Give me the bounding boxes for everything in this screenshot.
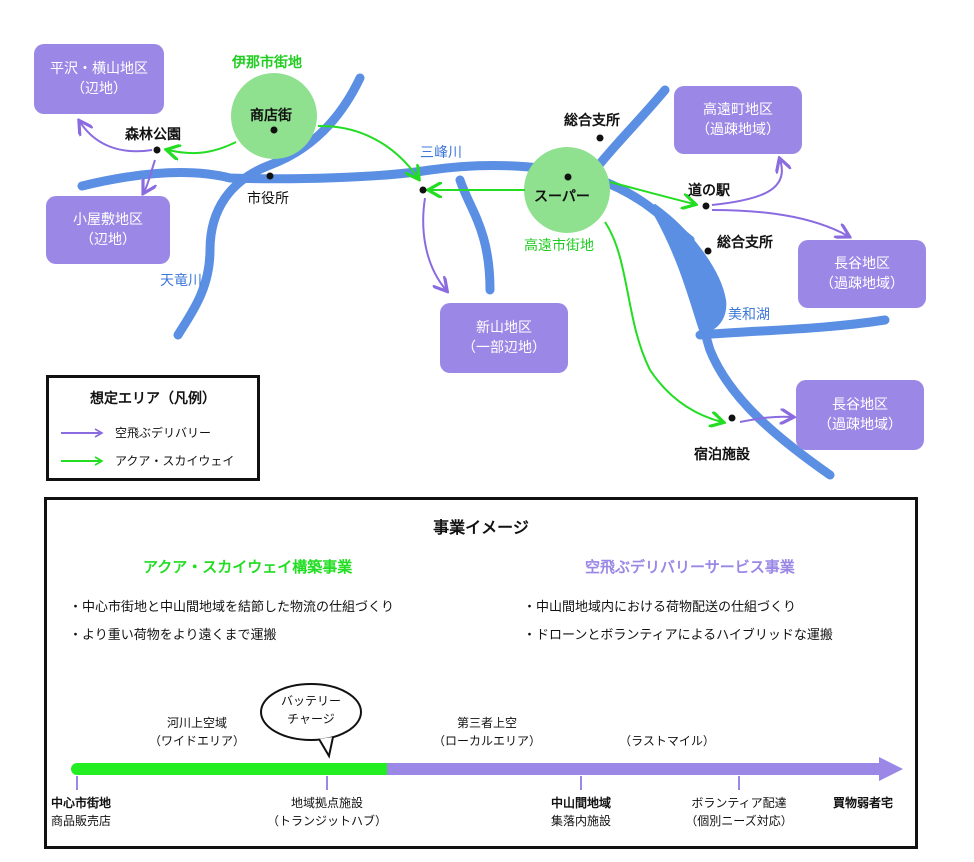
area-hirasawa: 平沢・横山地区 （辺地） — [34, 44, 164, 114]
label-takato-city-center: 高遠市街地 — [524, 238, 594, 254]
label-supermarket: スーパー — [534, 189, 590, 205]
label-forest-park: 森林公園 — [125, 127, 181, 143]
area-takatomachi: 高遠町地区 （過疎地域） — [674, 86, 802, 154]
label-mimine-river: 三峰川 — [420, 145, 462, 161]
area-name: 高遠町地区 — [703, 102, 773, 118]
area-map — [0, 73, 890, 480]
label-branch-office-2: 総合支所 — [717, 235, 773, 251]
ina-city-circle — [231, 73, 317, 159]
location-dots — [153, 126, 736, 422]
tenryu-river — [173, 73, 365, 340]
label-line: （ローカルエリア） — [432, 734, 541, 748]
legend-sky-delivery: 空飛ぶデリバリー — [115, 426, 212, 440]
area-name: 小屋敷地区 — [73, 212, 143, 228]
business-image-panel: 事業イメージ アクア・スカイウェイ構築事業 空飛ぶデリバリーサービス事業 ・中心… — [44, 497, 918, 849]
sky-delivery-arrows — [80, 122, 848, 422]
area-name: 新山地区 — [476, 320, 532, 336]
label-line: ボランティア配達 — [691, 796, 787, 810]
label-lodging: 宿泊施設 — [694, 447, 750, 463]
label-line: （トランジットハブ） — [267, 814, 388, 828]
label-line: 中山間地域 — [550, 796, 611, 810]
third-party-airspace-label: 第三者上空 （ローカルエリア） — [417, 714, 557, 750]
rivers — [77, 73, 890, 480]
area-hase-1: 長谷地区 （過疎地域） — [798, 240, 926, 308]
bubble-battery-charge: バッテリー チャージ — [261, 692, 361, 728]
shopper-home-label: 買物弱者宅 — [832, 796, 893, 810]
label-shopping-street: 商店街 — [250, 108, 292, 124]
label-branch-office-1: 総合支所 — [564, 113, 620, 129]
aqua-skyway-heading: アクア・スカイウェイ構築事業 — [143, 558, 353, 576]
center-city-label: 中心市街地 商品販売店 — [51, 794, 151, 830]
delivery-bullet-1: ・中山間地域内における荷物配送の仕組づくり — [523, 600, 797, 615]
mimine-river — [77, 161, 695, 245]
legend-aqua-skyway: アクア・スカイウェイ — [115, 454, 235, 468]
area-status: （辺地） — [80, 232, 136, 248]
area-koyashiki: 小屋敷地区 （辺地） — [46, 196, 170, 264]
label-line: 中心市街地 — [51, 796, 112, 810]
label-line: 地域拠点施設 — [290, 796, 363, 810]
area-status: （辺地） — [71, 81, 127, 97]
area-status: （過疎地域） — [820, 276, 904, 292]
label-line: 第三者上空 — [456, 716, 517, 730]
miwa-lake-arm — [695, 315, 890, 340]
miwa-lake — [654, 204, 727, 332]
label-line: （ワイドエリア） — [148, 734, 245, 748]
takato-city-circle — [524, 147, 610, 233]
legend-purple-arrow — [61, 428, 104, 438]
legend: 想定エリア（凡例） 空飛ぶデリバリー アクア・スカイウェイ — [46, 375, 260, 481]
branch-river-2 — [590, 85, 670, 175]
sky-delivery-heading: 空飛ぶデリバリーサービス事業 — [585, 558, 795, 576]
village-facility-label: 中山間地域 集落内施設 — [531, 794, 631, 830]
volunteer-delivery-label: ボランティア配達 （個別ニーズ対応） — [673, 794, 805, 830]
aqua-skyway-arrows — [168, 124, 722, 422]
area-status: （過疎地域） — [818, 417, 902, 433]
area-hase-2: 長谷地区 （過疎地域） — [796, 380, 924, 450]
area-name: 長谷地区 — [832, 397, 888, 413]
delivery-bullet-2: ・ドローンとボランティアによるハイブリッドな運搬 — [523, 628, 833, 643]
hub-label: 地域拠点施設 （トランジットハブ） — [267, 794, 387, 830]
area-name: 長谷地区 — [834, 256, 890, 272]
label-line: 集落内施設 — [550, 814, 611, 828]
label-line: 河川上空域 — [166, 716, 227, 730]
label-line: 商品販売店 — [51, 814, 112, 828]
branch-river-1 — [455, 175, 495, 295]
timeline — [71, 683, 903, 790]
area-status: （過疎地域） — [696, 122, 780, 138]
bubble-line-1: バッテリー — [280, 694, 341, 708]
last-mile-label: （ラストマイル） — [619, 734, 715, 748]
label-tenryu-river: 天竜川 — [160, 273, 202, 289]
label-city-hall: 市役所 — [247, 191, 289, 207]
label-line: （個別ニーズ対応） — [685, 814, 793, 828]
river-airspace-label: 河川上空域 （ワイドエリア） — [137, 714, 257, 750]
label-roadside-station: 道の駅 — [688, 183, 730, 199]
legend-title: 想定エリア（凡例） — [90, 391, 216, 407]
label-ina-city-center: 伊那市街地 — [232, 55, 302, 71]
area-status: （一部辺地） — [462, 340, 546, 356]
aqua-bullet-2: ・より重い荷物をより遠くまで運搬 — [69, 628, 277, 643]
business-title: 事業イメージ — [433, 518, 529, 537]
bubble-line-2: チャージ — [287, 712, 335, 726]
aqua-bullet-1: ・中心市街地と中山間地域を結節した物流の仕組づくり — [69, 600, 395, 615]
area-name: 平沢・横山地区 — [50, 61, 148, 77]
label-miwa-lake: 美和湖 — [728, 307, 770, 323]
legend-green-arrow — [61, 456, 104, 466]
area-shinyama: 新山地区 （一部辺地） — [440, 303, 568, 373]
